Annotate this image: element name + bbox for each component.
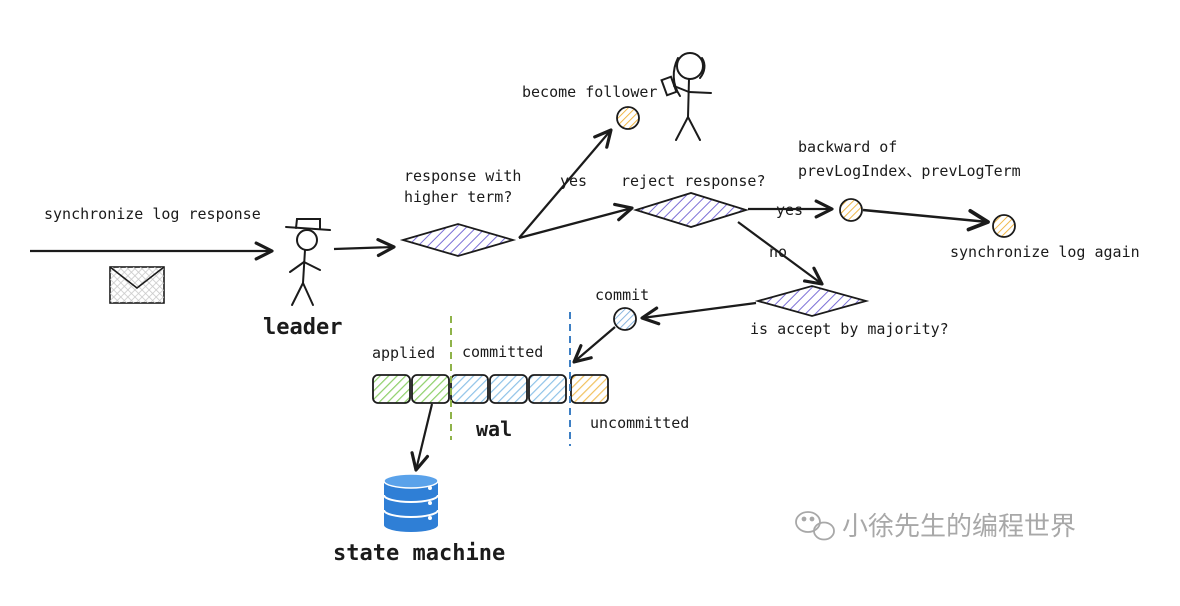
label-applied: applied <box>372 344 435 362</box>
become-follower-node <box>616 106 640 130</box>
reject-no-arrow <box>737 221 824 286</box>
follower-figure-icon <box>660 52 712 141</box>
backward-node <box>839 198 863 222</box>
wal-entry-uncommitted-1 <box>570 374 609 404</box>
label-prev-log-index-term: prevLogIndex、prevLogTerm <box>798 162 1021 180</box>
label-become-follower: become follower <box>522 83 657 101</box>
majority-to-commit-arrow <box>640 301 757 326</box>
apply-to-state-machine-arrow <box>410 403 434 472</box>
higher-term-yes-arrow <box>518 128 613 239</box>
reject-response-decision <box>632 192 750 228</box>
database-icon <box>383 473 439 532</box>
label-yes-right: yes <box>776 201 803 219</box>
leader-to-term-check-arrow <box>333 238 396 258</box>
label-leader: leader <box>263 315 342 340</box>
wal-entry-applied-2 <box>411 374 450 404</box>
resync-node <box>992 214 1016 238</box>
majority-decision <box>754 285 870 317</box>
label-commit: commit <box>595 286 649 304</box>
label-wal: wal <box>476 417 512 441</box>
label-no: no <box>769 243 787 261</box>
label-response-with: response with <box>404 167 521 185</box>
wal-entry-applied-1 <box>372 374 411 404</box>
wal-entry-committed-1 <box>450 374 489 404</box>
label-is-accept-by-majority: is accept by majority? <box>750 320 949 338</box>
wechat-logo-icon <box>795 511 835 541</box>
label-synchronize-log-response: synchronize log response <box>44 205 261 223</box>
backward-to-resync-arrow <box>862 208 990 232</box>
higher-term-no-arrow <box>518 202 634 240</box>
label-yes-up: yes <box>560 172 587 190</box>
label-synchronize-log-again: synchronize log again <box>950 243 1140 261</box>
label-state-machine: state machine <box>333 541 505 566</box>
commit-to-log-arrow <box>572 326 616 364</box>
wal-log <box>372 374 609 404</box>
label-backward-of: backward of <box>798 138 897 156</box>
label-uncommitted: uncommitted <box>590 414 689 432</box>
higher-term-decision <box>399 223 517 257</box>
wal-entry-committed-2 <box>489 374 528 404</box>
watermark-text: 小徐先生的编程世界 <box>842 512 1076 542</box>
wal-entry-committed-3 <box>528 374 567 404</box>
envelope-icon <box>109 266 165 304</box>
commit-node <box>613 307 637 331</box>
label-reject-response: reject response? <box>621 172 766 190</box>
label-committed: committed <box>462 343 543 361</box>
label-higher-term: higher term? <box>404 188 512 206</box>
leader-figure-icon <box>285 218 331 306</box>
